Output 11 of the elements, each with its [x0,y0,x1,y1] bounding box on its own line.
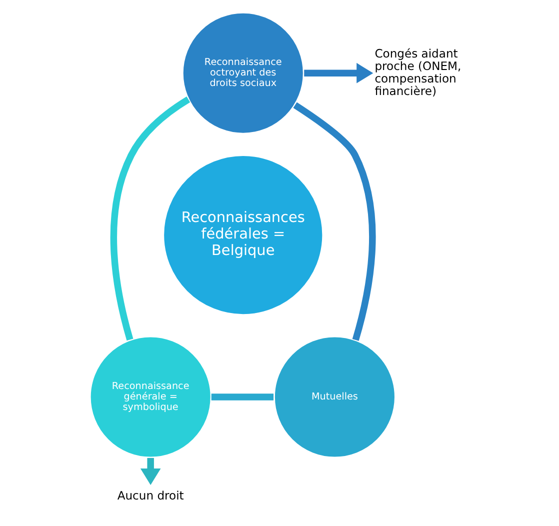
node-circle: Reconnaissance octroyant des droits sociaux [180,11,304,135]
node-text: Congés aidant proche (ONEM, compensation financière) [374,46,461,98]
arrow [304,62,373,84]
node-text: Aucun droit [116,488,184,502]
connector [292,102,376,341]
node-circle: Mutuelles [272,335,396,459]
connector [110,96,190,341]
node-circle: Reconnaissances fédérales = Belgique [162,154,324,316]
node-circle: Reconnaissance générale = symbolique [88,335,212,459]
connector [210,394,273,400]
arrow [140,458,160,486]
